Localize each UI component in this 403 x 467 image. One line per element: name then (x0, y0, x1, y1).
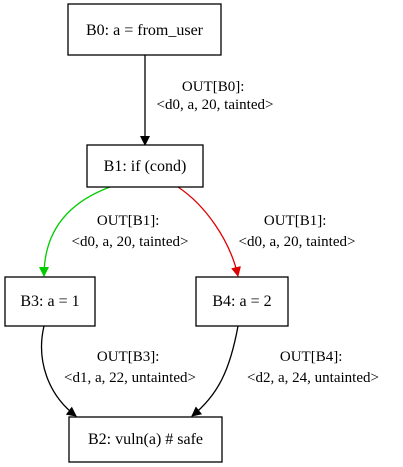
node-b0-label: B0: a = from_user (86, 22, 204, 39)
edge-label-b3-b2-line2: <d1, a, 22, untainted> (64, 370, 196, 386)
edge-label-b1-b3-line2: <d0, a, 20, tainted> (72, 234, 189, 250)
edge-label-b4-b2-line2: <d2, a, 24, untainted> (247, 370, 379, 386)
edge-label-b0-b1-line1: OUT[B0]: (182, 79, 245, 95)
node-b1-label: B1: if (cond) (104, 158, 187, 175)
edge-label-b1-b4-line2: <d0, a, 20, tainted> (239, 234, 356, 250)
edge-label-b1-b3: OUT[B1]: <d0, a, 20, tainted> (72, 213, 189, 250)
edge-label-b3-b2: OUT[B3]: <d1, a, 22, untainted> (64, 349, 196, 386)
node-b4: B4: a = 2 (195, 276, 289, 327)
edge-label-b0-b1: OUT[B0]: <d0, a, 20, tainted> (157, 79, 274, 113)
node-b1: B1: if (cond) (86, 144, 204, 188)
edge-label-b1-b4: OUT[B1]: <d0, a, 20, tainted> (239, 213, 356, 250)
edge-b1-b3 (39, 186, 111, 277)
edge-label-b4-b2-line1: OUT[B4]: (280, 349, 343, 365)
node-b4-label: B4: a = 2 (212, 293, 271, 310)
edge-b4-b2 (191, 325, 239, 417)
edge-label-b1-b4-line1: OUT[B1]: (264, 213, 327, 229)
node-b0: B0: a = from_user (67, 3, 222, 56)
edge-label-b0-b1-line2: <d0, a, 20, tainted> (157, 97, 274, 113)
edge-b3-b2 (40, 325, 77, 417)
edge-label-b3-b2-line1: OUT[B3]: (97, 349, 160, 365)
node-b2-label: B2: vuln(a) # safe (88, 431, 203, 448)
edge-label-b1-b3-line1: OUT[B1]: (97, 213, 160, 229)
edge-b1-b4 (177, 186, 241, 277)
edge-label-b4-b2: OUT[B4]: <d2, a, 24, untainted> (247, 349, 379, 386)
node-b3: B3: a = 1 (4, 276, 96, 327)
node-b2: B2: vuln(a) # safe (68, 416, 223, 463)
node-b3-label: B3: a = 1 (20, 293, 79, 310)
